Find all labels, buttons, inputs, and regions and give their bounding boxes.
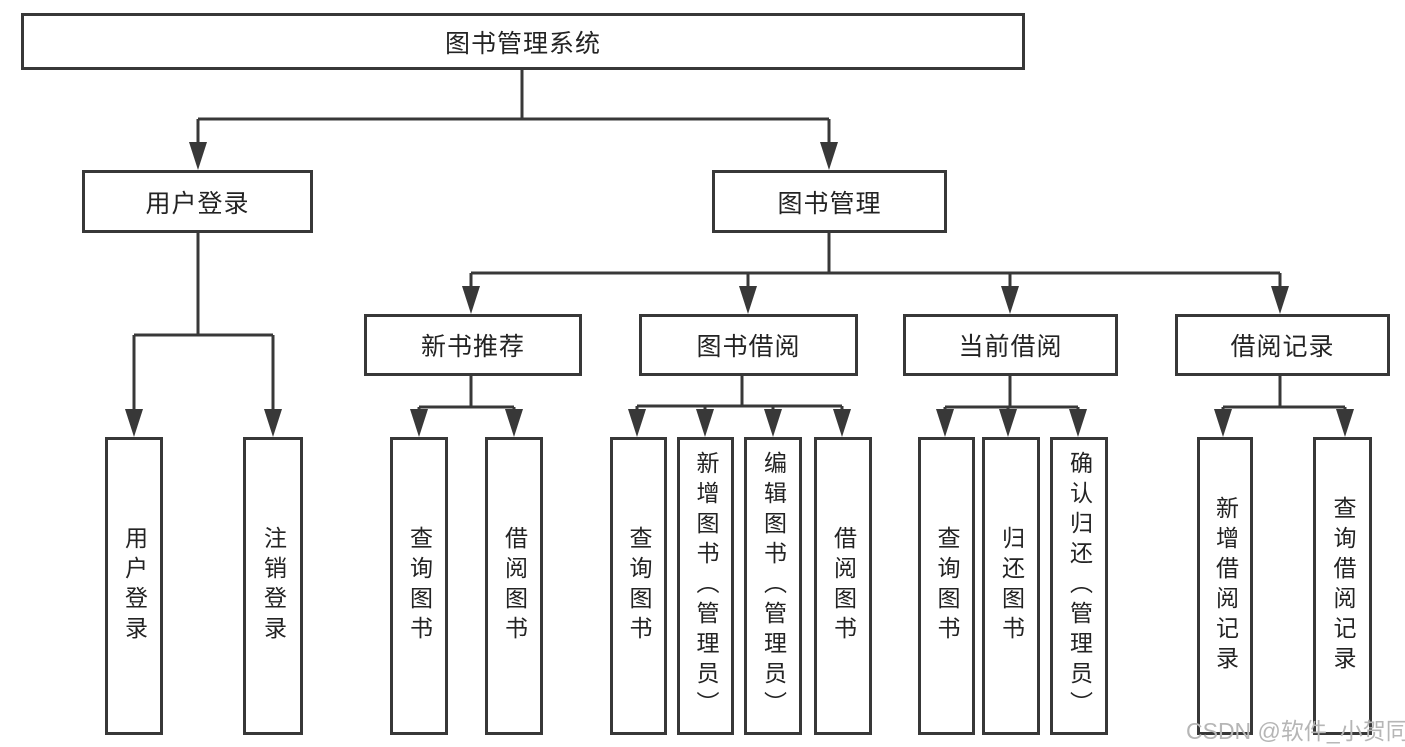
node-new-book-recommend: 新书推荐 [364, 314, 582, 376]
node-borrowing-records-label: 借阅记录 [1230, 333, 1335, 361]
leaf-logout: 注销登录 [243, 437, 303, 735]
node-root-label: 图书管理系统 [444, 29, 601, 58]
leaf-edit-books-admin: 编辑图书（管理员） [744, 437, 802, 735]
leaf-query-borrow-record: 查询借阅记录 [1313, 437, 1372, 735]
node-user-login: 用户登录 [82, 170, 313, 233]
node-book-borrowing: 图书借阅 [639, 314, 858, 376]
leaf-return-books: 归还图书 [982, 437, 1040, 735]
leaf-user-login-label: 用户登录 [121, 526, 148, 646]
leaf-borrow-books-borrowing-label: 借阅图书 [830, 526, 857, 646]
leaf-borrow-books-recommend: 借阅图书 [485, 437, 543, 735]
leaf-query-borrow-record-label: 查询借阅记录 [1330, 496, 1356, 676]
arrowheads [125, 142, 1354, 437]
leaf-add-borrow-record-label: 新增借阅记录 [1212, 496, 1239, 676]
leaf-user-login: 用户登录 [105, 437, 163, 735]
csdn-watermark: CSDN @软件_小贺同学 [1186, 718, 1405, 744]
leaf-confirm-return-admin: 确认归还（管理员） [1050, 437, 1108, 735]
leaf-query-books-borrowing-label: 查询图书 [626, 526, 652, 646]
leaf-query-books-current-label: 查询图书 [934, 526, 960, 646]
leaf-edit-books-admin-label: 编辑图书（管理员） [760, 451, 787, 721]
leaf-query-books-current: 查询图书 [918, 437, 975, 735]
node-new-book-recommend-label: 新书推荐 [420, 333, 525, 361]
leaf-query-books-recommend-label: 查询图书 [406, 526, 433, 646]
leaf-logout-label: 注销登录 [260, 526, 287, 646]
leaf-return-books-label: 归还图书 [998, 526, 1025, 646]
node-book-management: 图书管理 [712, 170, 947, 233]
leaf-add-books-admin-label: 新增图书（管理员） [693, 451, 719, 721]
node-user-login-label: 用户登录 [145, 189, 250, 218]
node-book-borrowing-label: 图书借阅 [696, 333, 801, 361]
node-current-borrowing-label: 当前借阅 [958, 333, 1063, 361]
leaf-add-borrow-record: 新增借阅记录 [1197, 437, 1253, 735]
node-current-borrowing: 当前借阅 [903, 314, 1118, 376]
leaf-confirm-return-admin-label: 确认归还（管理员） [1066, 451, 1093, 721]
leaf-query-books-borrowing: 查询图书 [610, 437, 667, 735]
leaf-borrow-books-recommend-label: 借阅图书 [501, 526, 528, 646]
node-root: 图书管理系统 [21, 13, 1025, 70]
leaf-query-books-recommend: 查询图书 [390, 437, 448, 735]
leaf-borrow-books-borrowing: 借阅图书 [814, 437, 872, 735]
node-book-management-label: 图书管理 [777, 189, 882, 218]
node-borrowing-records: 借阅记录 [1175, 314, 1390, 376]
leaf-add-books-admin: 新增图书（管理员） [677, 437, 734, 735]
